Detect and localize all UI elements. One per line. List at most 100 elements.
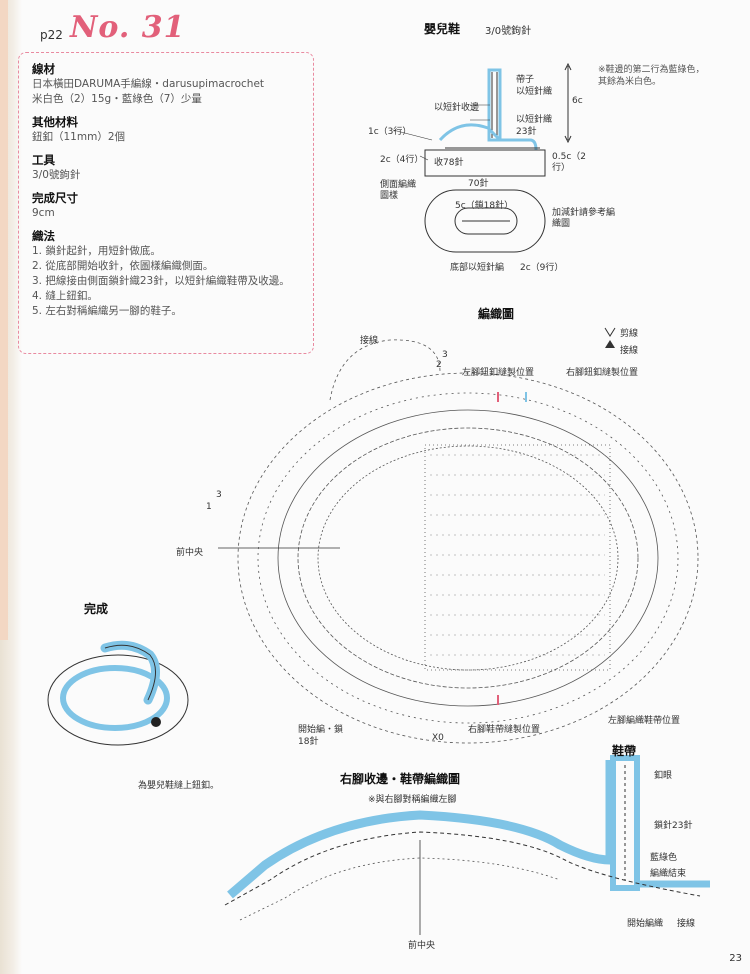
right-button-label: 右腳鈕釦縫製位置: [566, 368, 639, 378]
strap-label: 帶子: [516, 75, 535, 85]
join-symbol: [605, 340, 615, 348]
side-left-label: 側面編織圖樣: [380, 180, 417, 201]
finished-shoe: [47, 640, 189, 746]
materials-list: 線材 日本橫田DARUMA手編線・darusupimacrochet 米白色（2）…: [32, 62, 312, 319]
join-edge-label: 接線: [677, 919, 696, 929]
right-strap-label: 右腳鞋帶縫製位置: [468, 725, 541, 735]
start-chain-label: 開始編・鎖18針: [298, 725, 344, 747]
page-reference: p22: [40, 28, 63, 42]
method-title: 織法: [32, 229, 55, 243]
edge-teal-band: [227, 760, 615, 899]
end-label: 編織結束: [650, 869, 687, 879]
yarn-title: 線材: [32, 62, 55, 76]
yarn-line: 日本橫田DARUMA手編線・darusupimacrochet: [32, 78, 265, 90]
pattern-number: No. 31: [70, 10, 186, 45]
shoe-opening: [60, 665, 170, 731]
finished-title: 完成: [84, 602, 109, 616]
schematic-note: ※鞋邊的第二行為藍綠色，其餘為米白色。: [598, 65, 705, 87]
sole-rows-label: 2c（9行）: [520, 263, 564, 273]
other-materials-title: 其他材料: [32, 115, 78, 129]
materials-box: [18, 52, 314, 354]
chart-ring: [257, 392, 679, 724]
row2-label: 2c（4行）: [380, 155, 424, 165]
front-center-label: 前中央: [176, 548, 204, 558]
left-button-label: 左腳鈕釦縫製位置: [462, 368, 535, 378]
yarn-line: 米白色（2）15g・藍綠色（7）少量: [32, 93, 202, 105]
size-title: 完成尺寸: [32, 191, 78, 205]
method-steps: 1. 鎖針起針，用短針做底。 2. 從底部開始收針，依圖樣編織側面。 3. 把線…: [32, 244, 312, 319]
row-3-label: 3: [442, 350, 448, 360]
count-70-label: 70針: [468, 179, 489, 189]
yarn-text: 日本橫田DARUMA手編線・darusupimacrochet 米白色（2）15g…: [32, 77, 312, 107]
leader: [392, 129, 433, 141]
strap-outline-dark: [491, 72, 498, 138]
schematic-title: 嬰兒鞋: [424, 22, 461, 36]
edge-chart-subtitle: ※與右腳對稱編織左腳: [368, 795, 457, 805]
grid-lines: [430, 454, 605, 656]
sc-finish-label: 以短針收邊: [434, 103, 480, 113]
start-edge-label: 開始編織: [627, 919, 664, 929]
sole-inner: [454, 207, 518, 235]
side-right-label: 0.5c（2行）: [552, 152, 586, 173]
finished-caption: 為嬰兒鞋縫上鈕釦。: [138, 781, 220, 791]
strap-sc-label: 以短針織: [516, 87, 553, 97]
sole-outline: [424, 189, 546, 253]
cut-symbol: [604, 327, 616, 337]
teal-label: 藍綠色: [650, 853, 678, 863]
chart-ring: [317, 445, 619, 671]
strap-sc-label-2: 以短針織: [516, 115, 553, 125]
method-step: 3. 把線接由側面鎖針織23針，以短針編織鞋帶及收邊。: [32, 275, 290, 287]
method-step: 1. 鎖針起針，用短針做底。: [32, 245, 161, 257]
chart-ring: [277, 409, 659, 707]
size-text: 9cm: [32, 207, 55, 219]
crochet-chart: [218, 339, 699, 744]
method-step: 2. 從底部開始收針，依圖樣編織側面。: [32, 260, 214, 272]
strap-count-label: 23針: [516, 127, 537, 137]
sole-label: 底部以短針編: [450, 263, 505, 273]
button-icon: [151, 717, 161, 727]
side-band: [424, 149, 546, 177]
shoe-strap-edge: [104, 644, 156, 701]
tools-title: 工具: [32, 153, 55, 167]
method-step: 4. 縫上鈕釦。: [32, 290, 98, 302]
wrap-label: 接線: [360, 336, 379, 346]
inc-ref-label: 加減針請參考編織圖: [552, 208, 616, 229]
chart-ring: [297, 427, 639, 689]
chain23-label: 鎖針23針: [654, 821, 693, 831]
shoe-body: [47, 654, 189, 746]
chart-loop: [329, 339, 441, 401]
row1-label: 1c（3行）: [368, 127, 412, 137]
leader: [419, 155, 429, 161]
legend-join: 接線: [620, 346, 639, 356]
inner-label: 5c（鎖18針）: [455, 201, 514, 211]
tools-text: 3/0號鉤針: [32, 169, 81, 181]
decrease-label: 收78針: [434, 158, 464, 168]
row-2-label: 2: [436, 360, 442, 370]
strap-chart-title: 鞋帶: [612, 744, 637, 758]
height-label: 6c: [572, 96, 583, 106]
legend-cut: 剪線: [620, 329, 639, 339]
edge-stitch-line: [239, 857, 561, 921]
button-hole-label: 釦眼: [654, 771, 673, 781]
chart-fill-grid: [430, 454, 605, 656]
row-3-left-label: 3: [216, 490, 222, 500]
edge-chart-title: 右腳收邊・鞋帶編織圖: [340, 772, 461, 786]
chart-center-grid: [424, 444, 611, 671]
chart-ring: [237, 372, 699, 744]
edge-front-label: 前中央: [408, 941, 436, 951]
strap-band: [610, 755, 640, 891]
spine-band: [0, 0, 8, 640]
method-step: 5. 左右對稱編織另一腳的鞋子。: [32, 305, 182, 317]
book-spine-shadow: [0, 0, 22, 974]
other-materials-text: 鈕釦（11mm）2個: [32, 131, 125, 143]
schematic-hook: 3/0號鉤針: [485, 26, 532, 37]
row-1-label: 1: [206, 502, 212, 512]
height-arrow-head: [564, 62, 572, 144]
x0-label: X0: [432, 733, 444, 743]
edge-stitch-line: [224, 831, 701, 906]
chart-title: 編織圖: [478, 307, 515, 321]
page-number: 23: [729, 953, 742, 964]
left-strap-label: 左腳編織鞋帶位置: [608, 716, 681, 726]
upper-outline: [438, 123, 538, 151]
